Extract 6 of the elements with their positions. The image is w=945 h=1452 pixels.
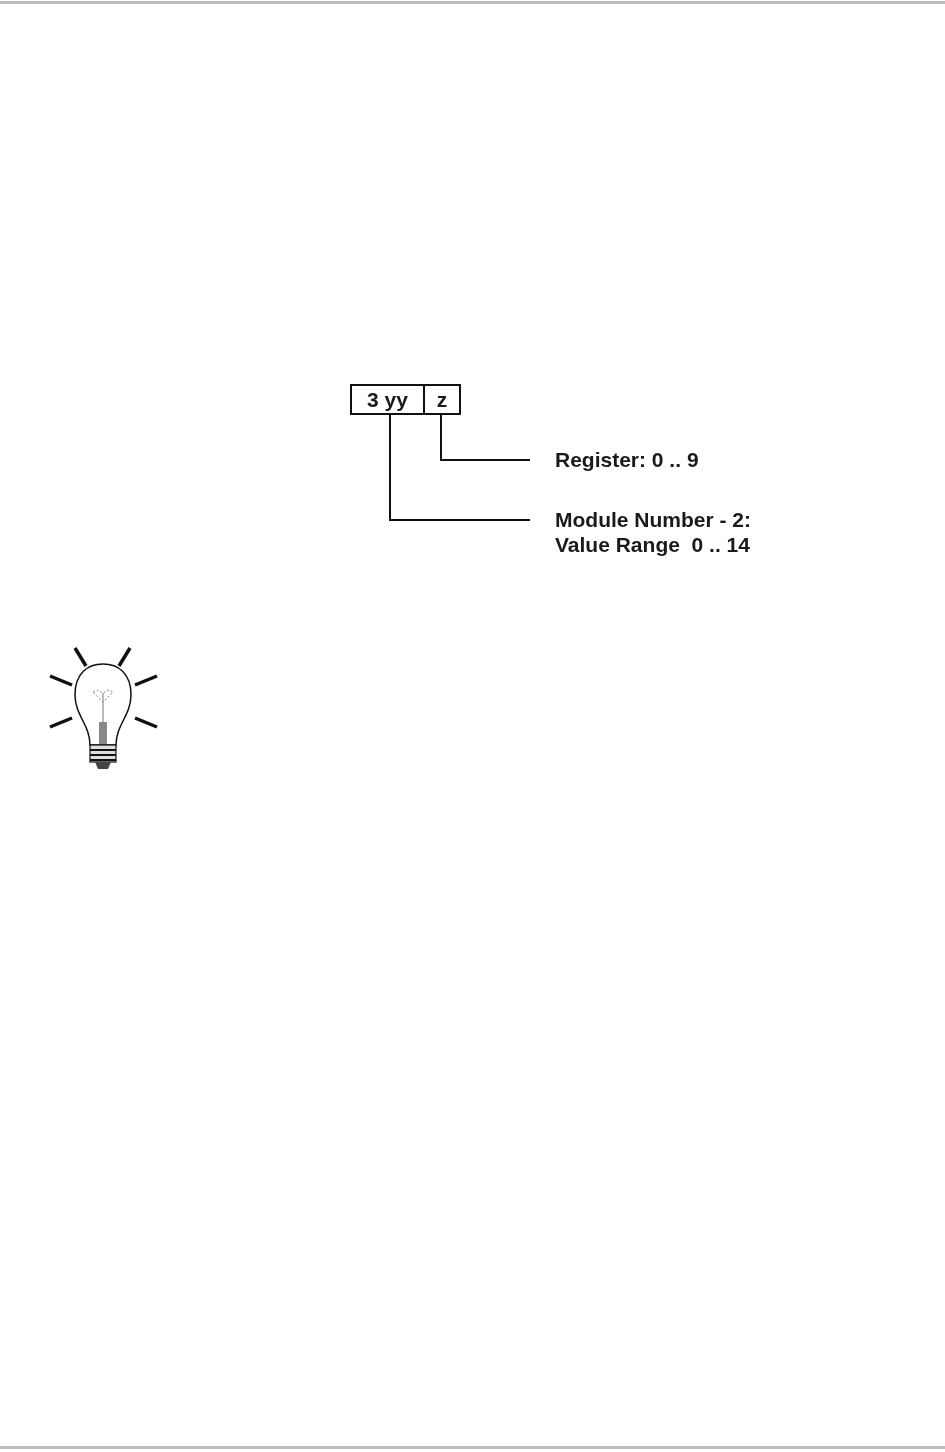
callout-label: Module Number - 2: Value Range 0 .. 14: [555, 507, 790, 559]
callout-label: Register: 0 .. 9: [555, 447, 855, 473]
leader-line: [440, 414, 531, 461]
leader-line: [389, 414, 531, 521]
field-box: z: [423, 384, 461, 415]
field-box: 3 yy: [350, 384, 425, 415]
